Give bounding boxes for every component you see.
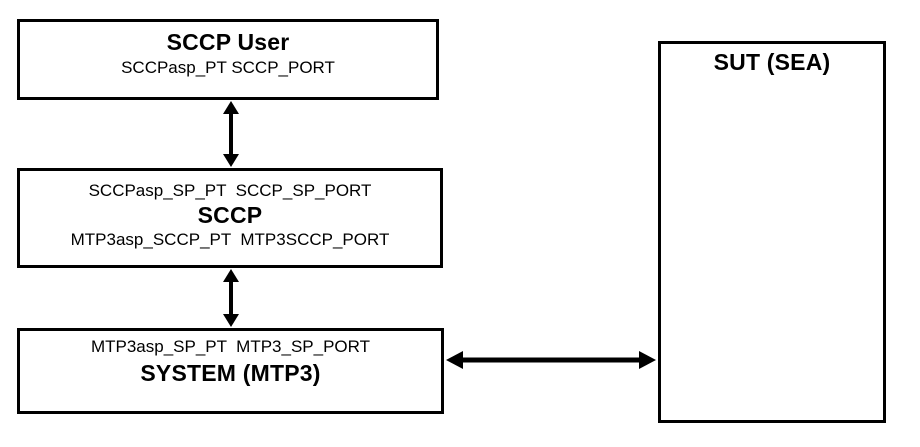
sccp-upper-ports-label: SCCPasp_SP_PT SCCP_SP_PORT	[88, 181, 372, 200]
sccp-user-ports-label: SCCPasp_PT SCCP_PORT	[121, 58, 335, 77]
system-mtp3-title: SYSTEM (MTP3)	[140, 360, 321, 386]
sccp-user-box: SCCP User SCCPasp_PT SCCP_PORT	[17, 19, 439, 100]
sccp-box: SCCPasp_SP_PT SCCP_SP_PORT SCCP MTP3asp_…	[17, 168, 443, 268]
sut-box: SUT (SEA)	[658, 41, 886, 423]
system-mtp3-ports-label: MTP3asp_SP_PT MTP3_SP_PORT	[90, 337, 371, 356]
sccp-lower-ports-label: MTP3asp_SCCP_PT MTP3SCCP_PORT	[70, 230, 390, 249]
sccp-title: SCCP	[197, 202, 263, 228]
arrow-system-mtp3-to-sut-icon	[446, 351, 656, 369]
system-mtp3-box: MTP3asp_SP_PT MTP3_SP_PORT SYSTEM (MTP3)	[17, 328, 444, 414]
sut-title: SUT (SEA)	[713, 49, 831, 75]
arrow-sccp-user-to-sccp-icon	[223, 101, 239, 167]
sccp-user-title: SCCP User	[166, 29, 290, 55]
arrow-sccp-to-system-mtp3-icon	[223, 269, 239, 327]
